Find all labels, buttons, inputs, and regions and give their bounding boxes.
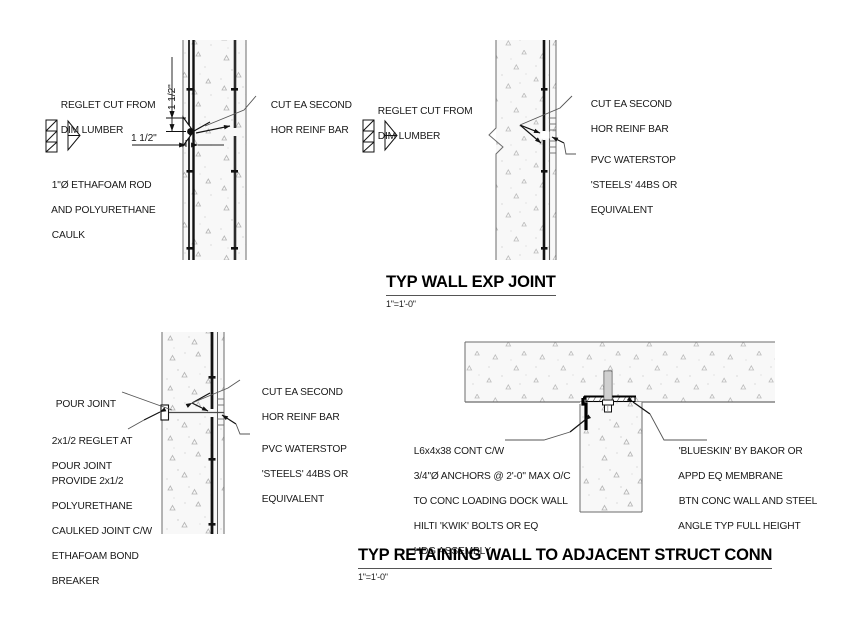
note-line: 3/4"Ø ANCHORS @ 2'-0" MAX O/C: [413, 470, 571, 482]
note-ethafoam-rod: 1"Ø ETHAFOAM ROD AND POLYURETHANE CAULK: [41, 167, 156, 255]
note-line: 'STEELS' 44BS OR: [261, 468, 349, 480]
note-line: CUT EA SECOND: [261, 386, 343, 398]
reglet-lumber-symbol-right: [362, 119, 398, 153]
note-line: BREAKER: [51, 576, 100, 588]
note-line: 'BLUESKIN' BY BAKOR OR: [678, 445, 803, 457]
note-reglet-pour-joint: 2x1/2 REGLET AT POUR JOINT: [41, 423, 133, 486]
note-line: EQUIVALENT: [261, 493, 325, 505]
note-line: REGLET CUT FROM: [60, 99, 156, 111]
note-line: ETHAFOAM BOND: [51, 551, 139, 563]
detail-title: TYP WALL EXP JOINT: [386, 273, 556, 291]
note-line: 2x1/2 REGLET AT: [51, 435, 133, 447]
dim-vertical-top: 1 1/2": [167, 84, 178, 110]
note-line: 1"Ø ETHAFOAM ROD: [51, 179, 152, 191]
note-pvc-waterstop-bottom: PVC WATERSTOP 'STEELS' 44BS OR EQUIVALEN…: [251, 431, 349, 519]
note-line: HOR REINF BAR: [590, 123, 669, 135]
note-line: POUR JOINT: [55, 398, 116, 410]
note-line: AND POLYURETHANE: [51, 204, 156, 216]
note-reglet-cut-left: REGLET CUT FROM DIM LUMBER: [50, 87, 156, 150]
note-line: CUT EA SECOND: [590, 98, 672, 110]
note-cut-bar-bottom: CUT EA SECOND HOR REINF BAR: [251, 374, 343, 437]
title-block-retaining-wall-conn: TYP RETAINING WALL TO ADJACENT STRUCT CO…: [358, 546, 772, 582]
note-line: TO CONC LOADING DOCK WALL: [413, 495, 568, 507]
note-line: APPD EQ MEMBRANE: [678, 470, 783, 482]
note-line: HDG ASSEMBLY: [413, 546, 492, 558]
note-reglet-cut-right: REGLET CUT FROM DIM LUMBER: [367, 93, 473, 156]
note-pvc-waterstop-right: PVC WATERSTOP 'STEELS' 44BS OR EQUIVALEN…: [580, 142, 678, 230]
detail-wall-exp-joint-right-section: [488, 40, 576, 260]
note-line: CUT EA SECOND: [270, 99, 352, 111]
note-line: PVC WATERSTOP: [261, 443, 347, 455]
note-steel-angle: L6x4x38 CONT C/W 3/4"Ø ANCHORS @ 2'-0" M…: [403, 433, 571, 572]
note-line: POUR JOINT: [51, 460, 112, 472]
note-cut-bar-right: CUT EA SECOND HOR REINF BAR: [580, 86, 672, 149]
note-line: REGLET CUT FROM: [377, 105, 473, 117]
note-line: L6x4x38 CONT C/W: [413, 445, 504, 457]
note-line: BTN CONC WALL AND STEEL: [678, 495, 818, 507]
dim-horizontal: 1 1/2": [131, 133, 157, 144]
note-line: EQUIVALENT: [590, 204, 654, 216]
detail-pour-joint-section: [121, 332, 250, 534]
note-polyurethane-joint: PROVIDE 2x1/2 POLYURETHANE CAULKED JOINT…: [41, 463, 152, 602]
note-line: HILTI 'KWIK' BOLTS OR EQ: [413, 521, 539, 533]
note-line: DIM LUMBER: [377, 130, 441, 142]
note-line: DIM LUMBER: [60, 124, 124, 136]
title-underline: [386, 295, 556, 297]
note-line: CAULKED JOINT C/W: [51, 525, 153, 537]
note-line: ANGLE TYP FULL HEIGHT: [678, 521, 801, 533]
note-line: CAULK: [51, 229, 85, 241]
note-line: HOR REINF BAR: [261, 411, 340, 423]
detail-wall-exp-joint-left-section: [132, 40, 257, 260]
note-line: PROVIDE 2x1/2: [51, 475, 124, 487]
detail-title: TYP RETAINING WALL TO ADJACENT STRUCT CO…: [358, 546, 773, 564]
note-line: POLYURETHANE: [51, 500, 133, 512]
reglet-lumber-symbol-left: [45, 119, 81, 153]
detail-scale: 1"=1'-0": [358, 572, 388, 583]
title-block-wall-exp-joint: TYP WALL EXP JOINT 1"=1'-0": [386, 273, 556, 309]
note-line: HOR REINF BAR: [270, 124, 349, 136]
note-line: PVC WATERSTOP: [590, 154, 676, 166]
note-line: 'STEELS' 44BS OR: [590, 179, 678, 191]
detail-retaining-wall-connection: [464, 341, 775, 513]
title-underline: [358, 568, 773, 570]
note-cut-bar-left: CUT EA SECOND HOR REINF BAR: [260, 87, 352, 150]
note-pour-joint: POUR JOINT: [45, 386, 116, 424]
detail-scale: 1"=1'-0": [386, 299, 416, 310]
note-blueskin-membrane: 'BLUESKIN' BY BAKOR OR APPD EQ MEMBRANE …: [668, 433, 817, 546]
